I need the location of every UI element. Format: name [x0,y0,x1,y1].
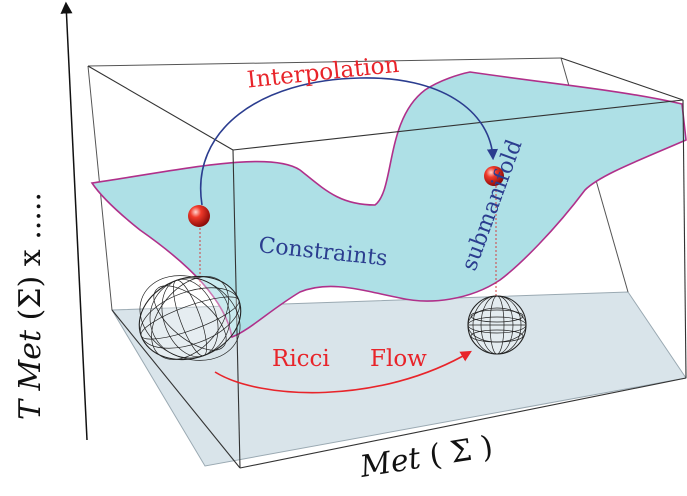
wireframe-sphere-icon [467,295,527,355]
wireframe-ellipsoid-icon [138,275,242,361]
constraint-surface [90,71,687,339]
ricci-flow-arrow [214,350,472,394]
red-sphere-point-right [484,166,504,186]
box-front-edges [87,57,687,469]
red-sphere-point-left [188,205,210,227]
ricci-label: Ricci [272,346,330,372]
flow-label: Flow [370,346,427,372]
x-axis-label: Met ( Σ ) [357,429,496,485]
interpolation-label: Interpolation [246,52,401,94]
vertical-axis [60,1,88,441]
interpolation-arrow [199,77,499,206]
y-axis-label: T Met (Σ) x ..... [13,192,48,420]
